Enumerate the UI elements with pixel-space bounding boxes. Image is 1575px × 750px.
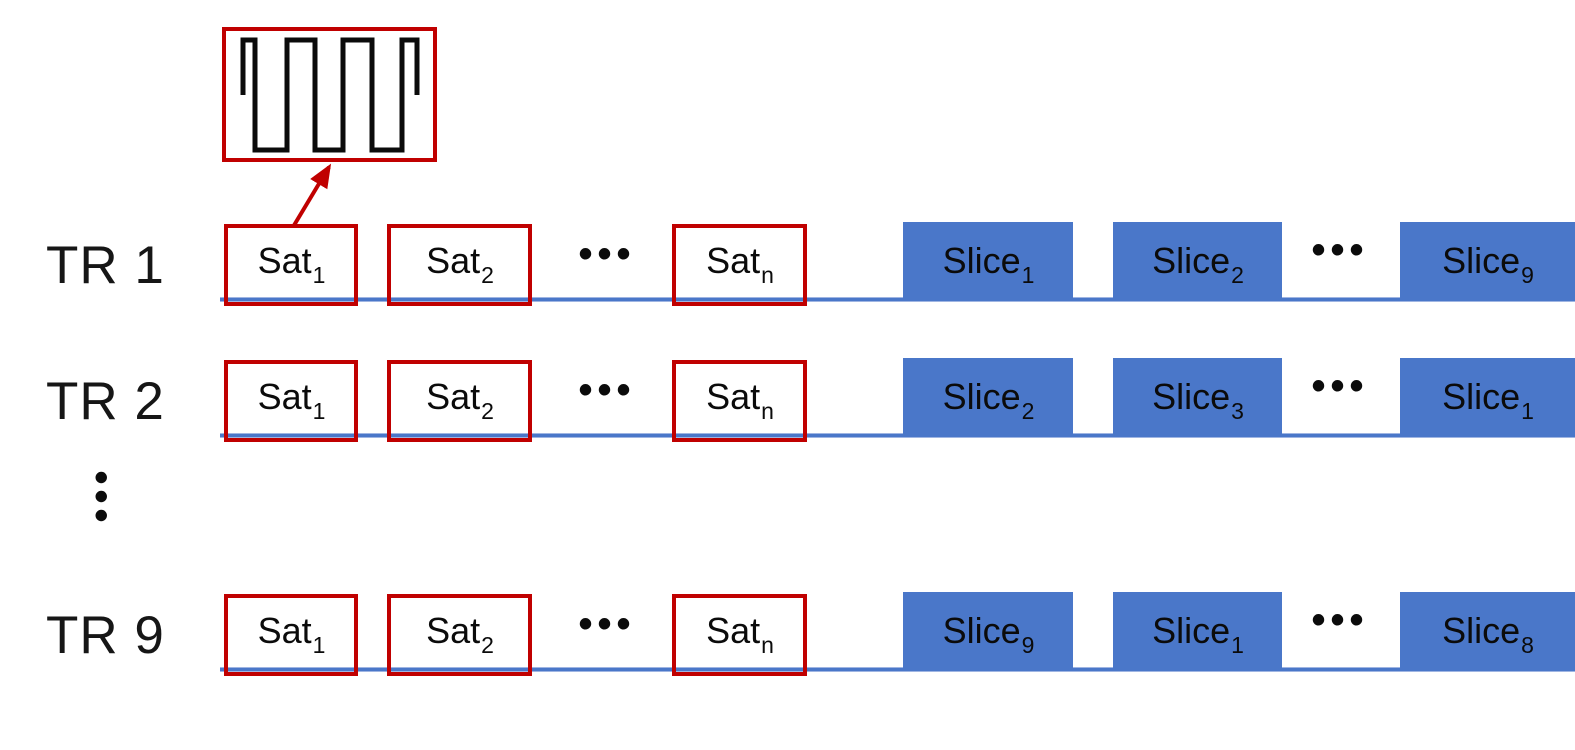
slice-box-last: Slice9 (1400, 222, 1575, 300)
sat-box-label: Sat1 (257, 240, 326, 289)
sat-box-n: Satn (672, 224, 807, 306)
sat-box-label: Satn (706, 610, 774, 659)
slice-box-label: Slice3 (1152, 376, 1244, 425)
slice-box-label: Slice1 (1152, 610, 1244, 659)
slice-box-label: Slice1 (1442, 376, 1534, 425)
sat-box-2: Sat2 (387, 360, 532, 442)
sat-box-1: Sat1 (224, 224, 358, 306)
sat-box-label: Sat2 (426, 240, 494, 289)
sat-ellipsis: ••• (578, 368, 636, 412)
slice-box-label: Slice2 (942, 376, 1035, 425)
slice-box-label: Slice9 (942, 610, 1035, 659)
tr-label: TR 9 (46, 606, 165, 665)
tr-label: TR 2 (46, 372, 165, 431)
sat-ellipsis: ••• (578, 232, 636, 276)
sat-box-label: Satn (706, 376, 774, 425)
sat-box-2: Sat2 (387, 594, 532, 676)
sat-box-1: Sat1 (224, 594, 358, 676)
sat-ellipsis: ••• (578, 602, 636, 646)
square-wave-icon (240, 37, 420, 153)
slice-box-2: Slice1 (1113, 592, 1282, 670)
sat-box-label: Sat2 (426, 376, 494, 425)
timeline-line (220, 297, 1575, 302)
sat-box-2: Sat2 (387, 224, 532, 306)
sat-box-label: Sat2 (426, 610, 494, 659)
slice-box-1: Slice2 (903, 358, 1073, 436)
timeline-line (220, 667, 1575, 672)
sat-box-label: Satn (706, 240, 774, 289)
slice-ellipsis: ••• (1311, 364, 1369, 408)
slice-box-1: Slice9 (903, 592, 1073, 670)
slice-box-label: Slice8 (1442, 610, 1534, 659)
sat-box-label: Sat1 (257, 376, 326, 425)
tr-label: TR 1 (46, 236, 165, 295)
slice-box-last: Slice1 (1400, 358, 1575, 436)
slice-box-last: Slice8 (1400, 592, 1575, 670)
sat-box-label: Sat1 (257, 610, 326, 659)
slice-box-2: Slice2 (1113, 222, 1282, 300)
sat-box-1: Sat1 (224, 360, 358, 442)
slice-box-label: Slice2 (1152, 240, 1244, 289)
slice-box-label: Slice1 (942, 240, 1035, 289)
sat-box-n: Satn (672, 594, 807, 676)
slice-ellipsis: ••• (1311, 598, 1369, 642)
slice-box-2: Slice3 (1113, 358, 1282, 436)
sat-box-n: Satn (672, 360, 807, 442)
slice-ellipsis: ••• (1311, 228, 1369, 272)
slice-box-1: Slice1 (903, 222, 1073, 300)
slice-box-label: Slice9 (1442, 240, 1534, 289)
saturation-pulse-inset-box (222, 27, 437, 162)
timeline-line (220, 433, 1575, 438)
